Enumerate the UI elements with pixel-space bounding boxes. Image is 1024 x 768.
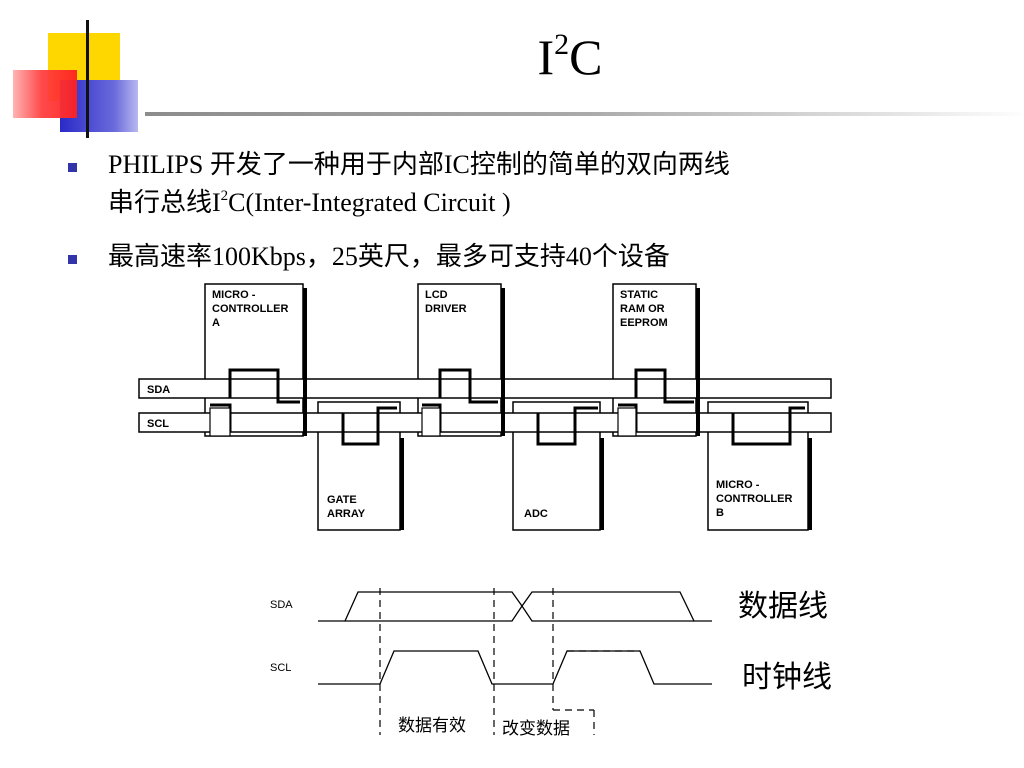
scl-waveform [318, 650, 712, 685]
bullet-1-line-2: 串行总线I2C(Inter-Integrated Circuit ) [108, 188, 511, 217]
device-label-line: EEPROM [620, 317, 668, 329]
device-label-line: CONTROLLER [212, 303, 288, 315]
data-change-label: 改变数据 [502, 719, 570, 739]
device-label-line: GATE [327, 494, 357, 506]
device-label-line: ADC [524, 508, 548, 520]
data-valid-label: 数据有效 [398, 716, 466, 736]
device-box-lcd-driver [417, 283, 502, 437]
sda-bus-line [138, 378, 832, 399]
bullet-1-line-1: PHILIPS 开发了一种用于内部IC控制的简单的双向两线 [108, 150, 730, 179]
timing-scl-label: SCL [270, 662, 291, 674]
clock-line-label: 时钟线 [742, 660, 832, 695]
device-label-line: CONTROLLER [716, 493, 792, 505]
device-label-line: RAM OR [620, 303, 665, 315]
timing-sda-label: SDA [270, 599, 293, 611]
device-label-line: B [716, 507, 724, 519]
scl-bus-line [138, 412, 832, 433]
bullet-marker [68, 255, 77, 264]
title-underline [145, 112, 1024, 116]
deco-red-square [13, 70, 77, 118]
device-label-line: DRIVER [425, 303, 467, 315]
bus-scl-label: SCL [147, 418, 169, 430]
bullet-2-line-1: 最高速率100Kbps，25英尺，最多可支持40个设备 [108, 242, 670, 271]
device-label-line: MICRO - [716, 479, 760, 491]
device-label-line: MICRO - [212, 289, 256, 301]
data-line-label: 数据线 [738, 589, 828, 624]
deco-vertical-line [86, 20, 89, 138]
device-label-line: A [212, 317, 220, 329]
bullet-marker [68, 163, 77, 172]
slide-title: I2C [537, 28, 603, 85]
bus-sda-label: SDA [147, 384, 170, 396]
device-label-line: LCD [425, 289, 448, 301]
timing-diagram [318, 591, 712, 685]
device-label-line: ARRAY [327, 508, 366, 520]
device-label-line: STATIC [620, 289, 658, 301]
